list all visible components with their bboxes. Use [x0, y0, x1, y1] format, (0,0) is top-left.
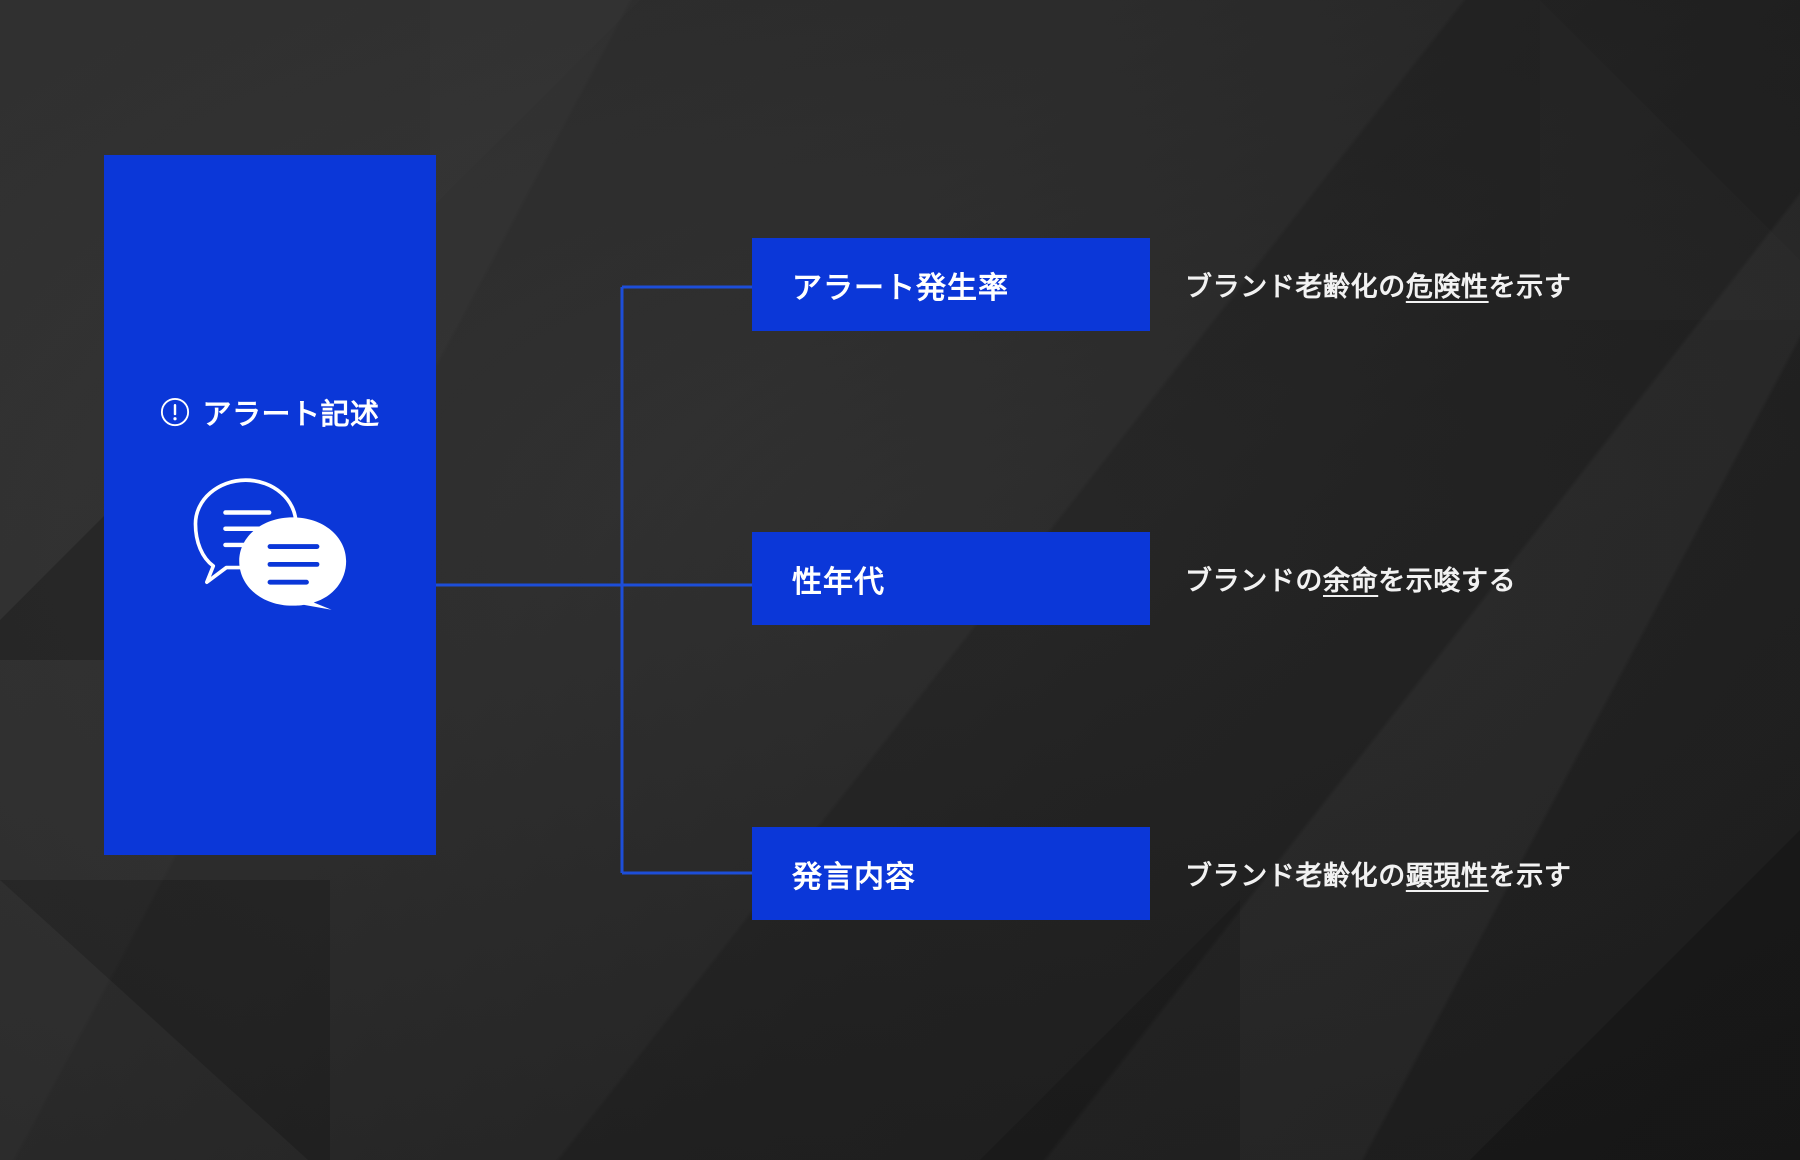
background-triangle-5	[430, 0, 640, 210]
label-text: アラート発生率	[792, 271, 1009, 305]
label-box-utterance-content[interactable]: 発言内容	[752, 827, 1150, 920]
branch-row-3: 発言内容 ブランド老齢化の顕現性を示す	[752, 827, 1571, 920]
hero-title: アラート記述	[202, 398, 380, 431]
hero-title-row: アラート記述	[160, 391, 379, 433]
description-prefix: ブランド老齢化の	[1185, 861, 1406, 891]
description-2: ブランドの余命を示唆する	[1185, 559, 1516, 598]
background-triangle-4	[1440, 830, 1800, 1160]
description-keyword: 顕現性	[1405, 861, 1489, 891]
description-keyword: 余命	[1323, 566, 1379, 596]
hero-panel: アラート記述	[104, 155, 436, 855]
description-suffix: を示す	[1488, 272, 1572, 302]
exclamation-circle-icon	[161, 397, 190, 426]
description-keyword: 危険性	[1405, 272, 1489, 302]
description-suffix: を示す	[1488, 861, 1572, 891]
background-triangle-6	[980, 900, 1240, 1160]
description-suffix: を示唆する	[1378, 566, 1517, 596]
description-prefix: ブランド老齢化の	[1185, 272, 1406, 302]
label-box-gender-age[interactable]: 性年代	[752, 532, 1150, 625]
description-prefix: ブランドの	[1185, 566, 1323, 596]
description-1: ブランド老齢化の危険性を示す	[1185, 265, 1571, 304]
label-text: 性年代	[792, 565, 885, 599]
background-triangle-3	[1540, 0, 1800, 320]
branch-row-1: アラート発生率 ブランド老齢化の危険性を示す	[752, 238, 1571, 331]
background-triangle-2	[0, 880, 330, 1160]
label-text: 発言内容	[792, 860, 916, 894]
chat-bubbles-icon	[193, 477, 347, 610]
branch-row-2: 性年代 ブランドの余命を示唆する	[752, 532, 1516, 625]
description-3: ブランド老齢化の顕現性を示す	[1185, 854, 1571, 893]
label-box-alert-rate[interactable]: アラート発生率	[752, 238, 1150, 331]
